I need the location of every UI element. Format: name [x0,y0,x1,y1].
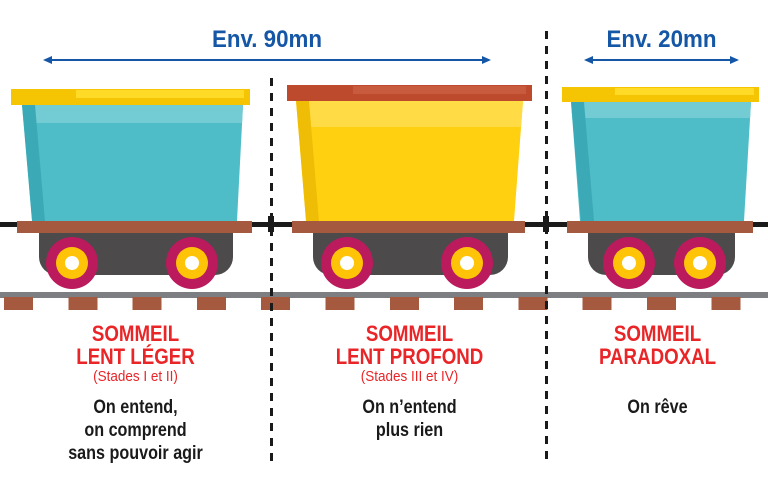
coupling-pin [268,216,274,232]
wheel [674,237,726,289]
arrowhead-left-icon [43,56,52,64]
wagon-rim [287,85,532,101]
section-description: On entend, on comprend sans pouvoir agir [10,396,261,465]
description-line: on comprend [84,420,187,441]
wagon-chassis [292,221,525,233]
wagon-chassis [17,221,252,233]
title-line: SOMMEIL [365,321,454,346]
duration-arrow-90mn [43,56,491,64]
description-line: On entend, [93,397,178,418]
wheel [166,237,218,289]
wagon-body [296,101,523,221]
wagon-rim [11,89,250,105]
title-line: LENT PROFOND [335,344,484,369]
body-highlight [296,101,523,127]
wagon-chassis [567,221,753,233]
wheel-hub [460,256,474,270]
wheel-hub [185,256,199,270]
stages-label: (Stades I et II) [93,368,178,385]
arrowhead-right-icon [730,56,739,64]
wheel [441,237,493,289]
rail [0,292,768,298]
title-line: SOMMEIL [91,321,180,346]
wagon-body [22,105,243,221]
wheel-hub [693,256,707,270]
section-title: SOMMEIL PARADOXAL [532,322,768,368]
section-divider-1 [270,78,273,466]
wheel [46,237,98,289]
description-line: plus rien [375,420,444,441]
wagon-rim [562,87,759,102]
arrowhead-right-icon [482,56,491,64]
section-description: On n’entend plus rien [284,396,535,442]
wheel-hub [340,256,354,270]
description-line: On rêve [627,397,688,418]
duration-label-90mn: Env. 90mn [211,26,322,53]
description-line: On n’entend [362,397,457,418]
wagon-body [571,102,751,221]
title-line: SOMMEIL [613,321,702,346]
railroad-ties [4,297,764,310]
body-highlight [22,105,243,123]
rim-highlight [75,90,245,98]
rim-highlight [615,88,755,96]
rim-highlight [353,86,526,94]
section-title: SOMMEIL LENT LÉGER [10,322,261,368]
wheel [321,237,373,289]
arrowhead-left-icon [584,56,593,64]
body-highlight [571,102,751,118]
body-shadow-edge [571,102,597,221]
section-title: SOMMEIL LENT PROFOND [284,322,535,368]
wheel [603,237,655,289]
duration-label-20mn: Env. 20mn [606,26,717,53]
section-divider-2 [545,31,548,466]
coupling-pin [543,216,549,232]
title-line: LENT LÉGER [76,344,195,369]
description-line: sans pouvoir agir [68,443,203,464]
wheel-hub [65,256,79,270]
duration-arrow-20mn [584,56,739,64]
stages-label: (Stades III et IV) [360,368,459,385]
wheel-hub [622,256,636,270]
title-line: PARADOXAL [598,344,717,369]
section-description: On rêve [532,396,768,419]
